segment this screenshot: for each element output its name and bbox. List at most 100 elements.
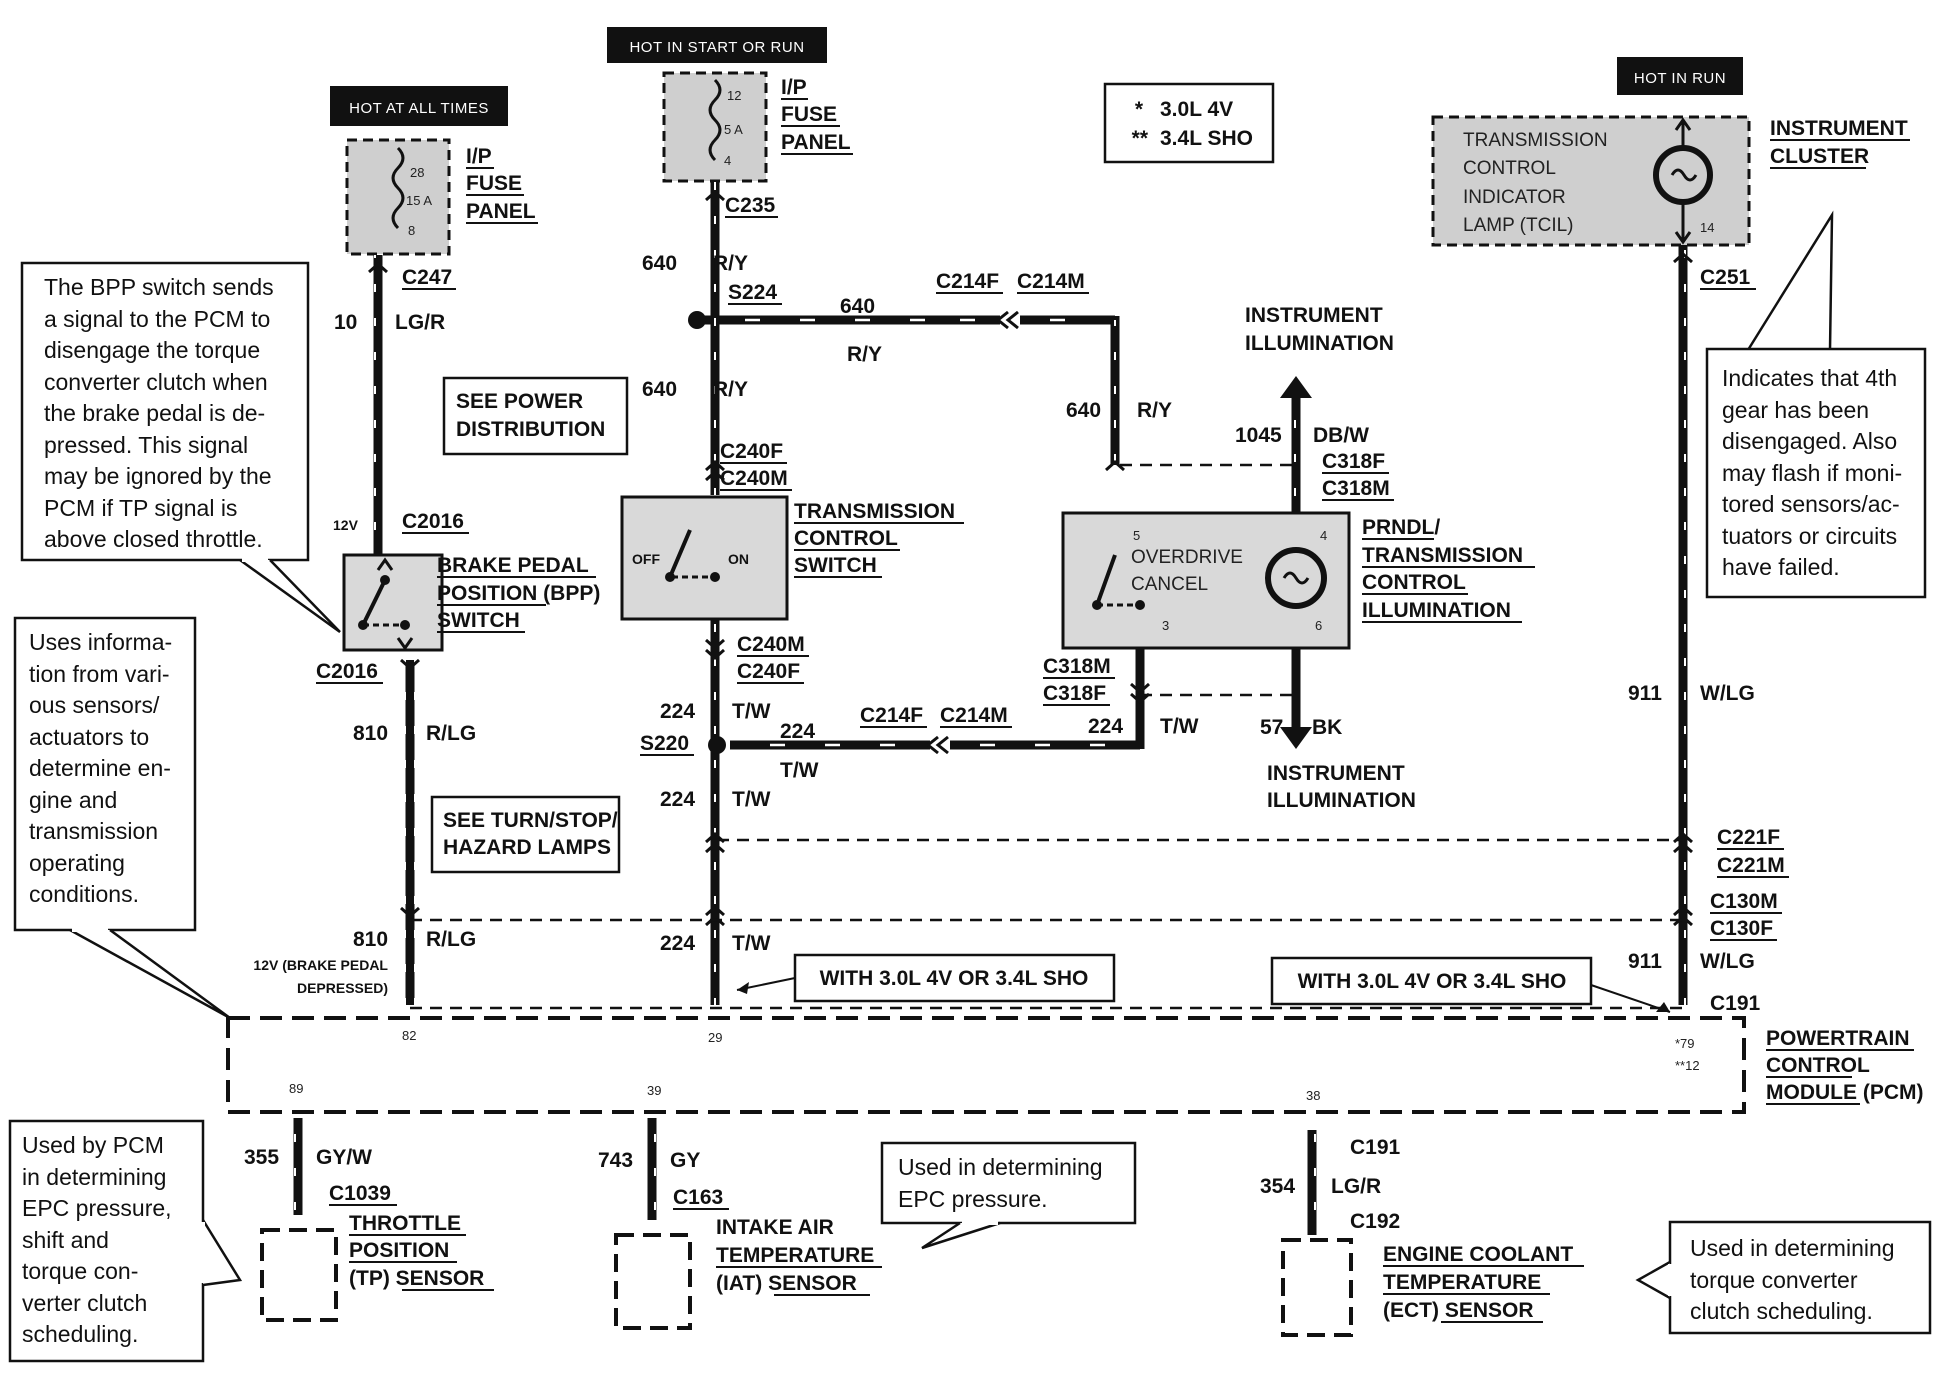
hot-label-all-times: HOT AT ALL TIMES (330, 86, 508, 126)
svg-text:tored sensors/ac-: tored sensors/ac- (1722, 491, 1900, 517)
svg-text:C2016: C2016 (316, 660, 378, 683)
svg-text:Used by PCM: Used by PCM (22, 1132, 164, 1158)
svg-text:224: 224 (660, 932, 695, 955)
svg-text:C221F: C221F (1717, 826, 1780, 849)
iat-sensor-label: INTAKE AIR TEMPERATURE (IAT) SENSOR (716, 1216, 882, 1296)
optional-circuit-lines (410, 463, 1683, 1010)
svg-text:HOT AT ALL TIMES: HOT AT ALL TIMES (349, 100, 489, 117)
svg-text:3.4L SHO: 3.4L SHO (1160, 127, 1253, 150)
svg-text:PANEL: PANEL (466, 200, 536, 223)
svg-text:CONTROL: CONTROL (1362, 571, 1466, 594)
svg-text:640: 640 (1066, 399, 1101, 422)
svg-text:Used in determining: Used in determining (1690, 1235, 1895, 1261)
prndl-illumination-module: 5 4 OVERDRIVE CANCEL 3 6 (1061, 511, 1351, 650)
svg-text:29: 29 (708, 1030, 722, 1045)
svg-text:(IAT) SENSOR: (IAT) SENSOR (716, 1272, 857, 1295)
note-ect: Used in determining torque converter clu… (1635, 1220, 1932, 1335)
note-iat: Used in determining EPC pressure. (880, 1141, 1137, 1250)
svg-text:3: 3 (1162, 618, 1169, 633)
svg-text:(ECT) SENSOR: (ECT) SENSOR (1383, 1299, 1534, 1322)
wire-ticks (293, 182, 1688, 1230)
svg-text:12V (BRAKE PEDAL: 12V (BRAKE PEDAL (253, 957, 388, 973)
svg-text:82: 82 (402, 1028, 416, 1043)
svg-text:a signal to the PCM to: a signal to the PCM to (44, 306, 270, 332)
svg-text:C163: C163 (673, 1186, 723, 1209)
svg-text:converter clutch when: converter clutch when (44, 369, 268, 395)
ect-sensor-label: ENGINE COOLANT TEMPERATURE (ECT) SENSOR (1383, 1243, 1584, 1323)
svg-text:CONTROL: CONTROL (1463, 158, 1556, 179)
svg-text:C191: C191 (1710, 992, 1761, 1015)
svg-text:C2016: C2016 (402, 510, 464, 533)
svg-text:28: 28 (410, 165, 424, 180)
svg-text:C240F: C240F (737, 660, 800, 683)
svg-text:C214F: C214F (860, 704, 923, 727)
svg-text:W/LG: W/LG (1700, 950, 1755, 973)
svg-text:have failed.: have failed. (1722, 554, 1840, 580)
splice-s224 (688, 311, 706, 329)
svg-text:39: 39 (647, 1083, 661, 1098)
svg-text:MODULE (PCM): MODULE (PCM) (1766, 1081, 1923, 1104)
svg-text:TRANSMISSION: TRANSMISSION (1463, 130, 1608, 151)
svg-text:224: 224 (660, 788, 695, 811)
svg-text:C318M: C318M (1043, 655, 1111, 678)
transmission-control-switch: OFF ON (620, 495, 789, 621)
note-bpp: The BPP switch sends a signal to the PCM… (20, 261, 341, 634)
svg-text:transmission: transmission (29, 818, 158, 844)
svg-text:ILLUMINATION: ILLUMINATION (1362, 599, 1511, 622)
svg-text:R/LG: R/LG (426, 928, 476, 951)
svg-text:DISTRIBUTION: DISTRIBUTION (456, 418, 605, 441)
note-tp: Used by PCM in determining EPC pressure,… (8, 1119, 243, 1363)
svg-text:C192: C192 (1350, 1210, 1400, 1233)
splice-s220 (708, 736, 726, 754)
svg-text:T/W: T/W (732, 788, 771, 811)
svg-text:ON: ON (728, 551, 749, 567)
svg-text:38: 38 (1306, 1088, 1320, 1103)
svg-text:shift and: shift and (22, 1227, 109, 1253)
svg-text:HOT IN START OR RUN: HOT IN START OR RUN (629, 39, 804, 56)
svg-text:Uses informa-: Uses informa- (29, 629, 172, 655)
svg-text:OVERDRIVE: OVERDRIVE (1131, 547, 1243, 568)
svg-text:(TP) SENSOR: (TP) SENSOR (349, 1267, 484, 1290)
fuse-15a: 28 15 A 8 (345, 138, 451, 256)
svg-text:911: 911 (1628, 950, 1662, 973)
svg-text:*: * (1135, 98, 1144, 121)
svg-text:C318F: C318F (1322, 450, 1385, 473)
instrument-cluster-label: INSTRUMENT CLUSTER (1770, 117, 1910, 169)
svg-text:FUSE: FUSE (781, 103, 837, 126)
svg-text:C214M: C214M (940, 704, 1008, 727)
svg-text:HOT IN RUN: HOT IN RUN (1634, 70, 1726, 87)
svg-text:INDICATOR: INDICATOR (1463, 187, 1566, 208)
engine-legend: * 3.0L 4V ** 3.4L SHO (1103, 82, 1275, 164)
wire-57-bk (1280, 648, 1312, 749)
svg-text:**12: **12 (1675, 1058, 1700, 1073)
svg-text:POSITION (BPP): POSITION (BPP) (437, 582, 600, 605)
svg-text:may flash if moni-: may flash if moni- (1722, 460, 1902, 486)
svg-text:5: 5 (1133, 528, 1140, 543)
svg-text:R/Y: R/Y (847, 343, 882, 366)
svg-text:torque con-: torque con- (22, 1258, 138, 1284)
svg-text:ILLUMINATION: ILLUMINATION (1245, 332, 1394, 355)
svg-text:the brake pedal is de-: the brake pedal is de- (44, 400, 265, 426)
svg-text:PRNDL/: PRNDL/ (1362, 516, 1440, 539)
svg-text:810: 810 (353, 928, 388, 951)
svg-text:WITH 3.0L 4V OR 3.4L SHO: WITH 3.0L 4V OR 3.4L SHO (820, 967, 1089, 990)
transmission-control-switch-label: TRANSMISSION CONTROL SWITCH (794, 500, 964, 578)
svg-text:INSTRUMENT: INSTRUMENT (1245, 304, 1383, 327)
svg-text:BRAKE PEDAL: BRAKE PEDAL (437, 554, 589, 577)
svg-text:C247: C247 (402, 266, 452, 289)
svg-text:C214M: C214M (1017, 270, 1085, 293)
svg-text:HAZARD LAMPS: HAZARD LAMPS (443, 836, 611, 859)
svg-text:PCM if TP signal is: PCM if TP signal is (44, 495, 237, 521)
svg-text:C191: C191 (1350, 1136, 1401, 1159)
svg-text:C240F: C240F (720, 440, 783, 463)
note-pcm: Uses informa- tion from vari- ous sensor… (13, 616, 231, 1020)
prndl-label: PRNDL/ TRANSMISSION CONTROL ILLUMINATION (1362, 516, 1535, 623)
svg-text:1045: 1045 (1235, 424, 1282, 447)
svg-text:BK: BK (1312, 716, 1342, 739)
svg-text:LG/R: LG/R (395, 311, 445, 334)
svg-text:clutch scheduling.: clutch scheduling. (1690, 1298, 1873, 1324)
svg-text:scheduling.: scheduling. (22, 1321, 138, 1347)
svg-text:T/W: T/W (732, 932, 771, 955)
svg-text:conditions.: conditions. (29, 881, 139, 907)
